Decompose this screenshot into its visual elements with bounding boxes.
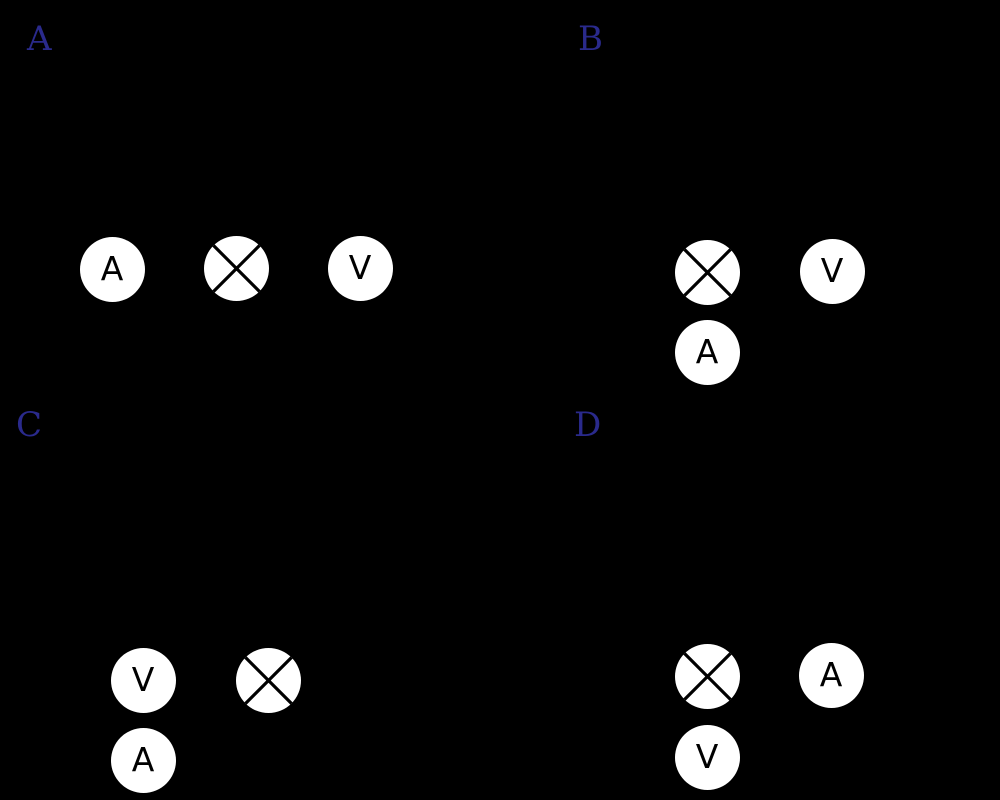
crossing-node [203,235,269,301]
node-letter: V [131,659,155,699]
panel-label-b: B [578,19,603,59]
node-letter: A [131,739,155,779]
artery-node: A [798,642,864,708]
crossing-node [674,239,740,305]
cross-icon [682,651,732,701]
artery-node: A [674,319,740,385]
artery-node: A [110,727,176,793]
vein-node: V [110,647,176,713]
cross-icon [211,243,261,293]
node-letter: V [820,250,844,290]
artery-node: A [79,236,145,302]
node-letter: A [695,331,719,371]
cross-icon [682,247,732,297]
vein-node: V [327,235,393,301]
panel-label-c: C [16,405,43,445]
cross-icon [243,655,293,705]
crossing-node [674,643,740,709]
node-letter: V [348,247,372,287]
node-letter: A [100,248,124,288]
panel-label-a: A [27,19,52,59]
node-letter: V [695,736,719,776]
node-letter: A [819,654,843,694]
vein-node: V [799,238,865,304]
crossing-node [235,647,301,713]
panel-label-d: D [574,405,602,445]
vein-node: V [674,724,740,790]
